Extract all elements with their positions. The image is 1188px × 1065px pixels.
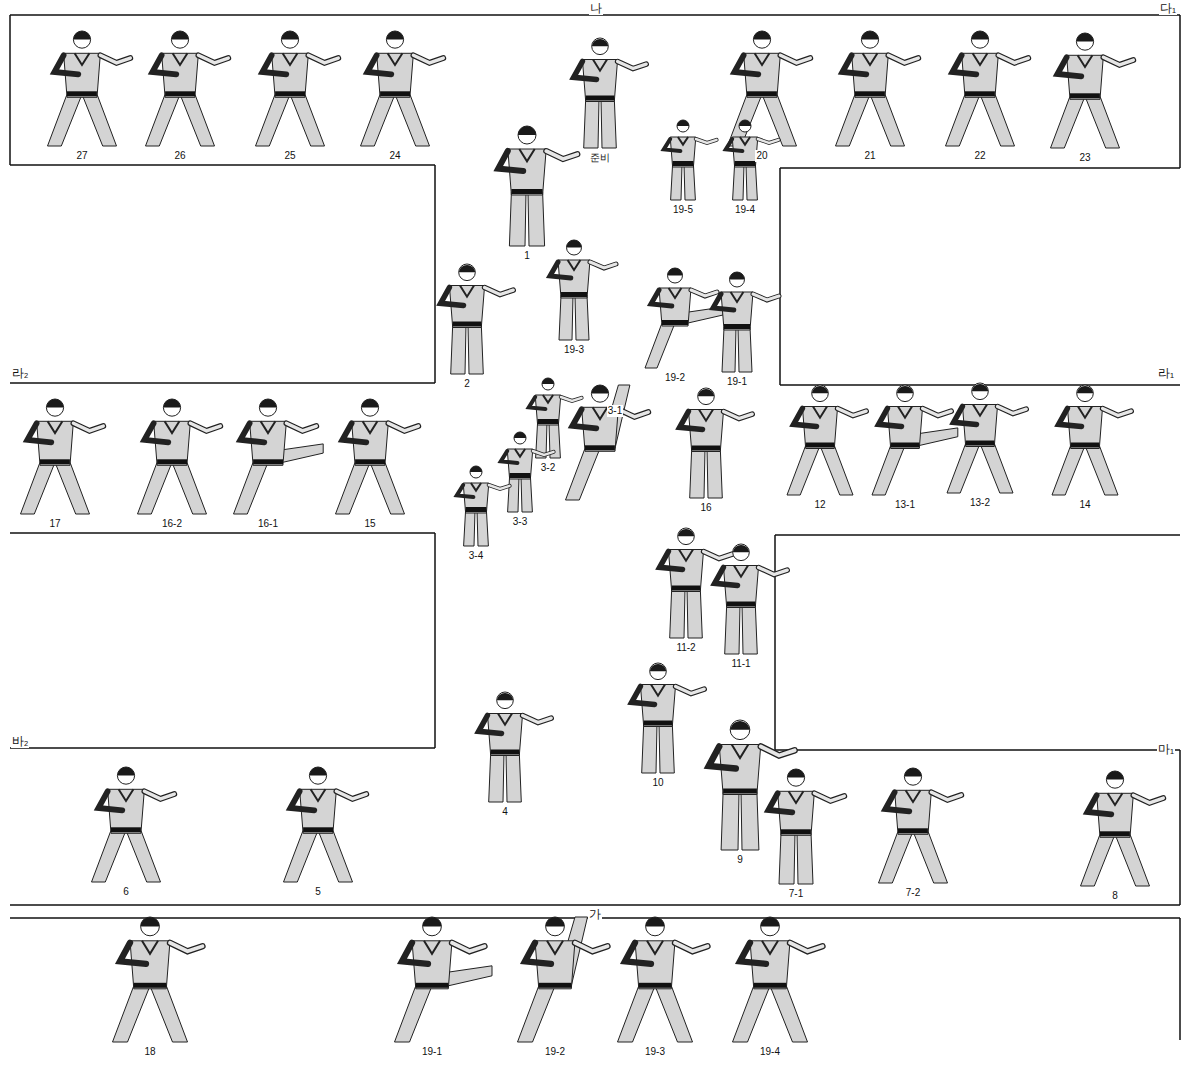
stance-figure [498, 126, 577, 246]
callout-number: 11-2 [675, 642, 696, 654]
callout-number: 15 [363, 518, 376, 530]
callout-number: 19-3 [644, 1046, 666, 1058]
callout-number: 19-1 [726, 376, 748, 388]
callout-number: 26 [173, 150, 186, 162]
callout-number: 13-2 [969, 497, 991, 509]
stance-figure [728, 31, 811, 146]
stance-figure [1081, 771, 1164, 886]
callout-number: 2 [463, 378, 471, 390]
stance-figure [733, 917, 823, 1042]
stance-figure [632, 663, 705, 773]
direction-marker: 라₂ [11, 366, 30, 380]
stance-figure [138, 399, 221, 514]
stance-figure [836, 31, 919, 146]
callout-number: 19-2 [664, 372, 686, 384]
callout-number: 3-2 [540, 462, 556, 474]
callout-number: 10 [651, 777, 664, 789]
stance-figure [946, 31, 1029, 146]
stance-figure [680, 388, 753, 498]
stance-figure [715, 544, 788, 654]
stance-figure [1052, 385, 1131, 495]
stance-figure [879, 768, 962, 883]
stance-figure [947, 383, 1026, 493]
stance-figure [336, 399, 419, 514]
callout-number: 16-1 [257, 518, 279, 530]
stance-figure [645, 268, 723, 368]
stance-figure [566, 385, 649, 500]
stance-figure [395, 917, 493, 1042]
callout-number: 24 [388, 150, 401, 162]
direction-marker: 다₁ [1159, 1, 1177, 15]
direction-marker: 바₂ [11, 734, 30, 748]
stance-figure [457, 466, 510, 546]
stance-figure [361, 31, 444, 146]
stance-figure [479, 692, 552, 802]
figures [21, 31, 1164, 1042]
stance-figure [550, 240, 616, 340]
stance-figure [618, 917, 708, 1042]
callout-number: 4 [501, 806, 509, 818]
callout-number: 7-2 [905, 887, 921, 899]
callout-number: 3-3 [512, 516, 528, 528]
stance-figure [146, 31, 229, 146]
stance-figure [256, 31, 339, 146]
stance-figure [113, 917, 203, 1042]
callout-number: 18 [143, 1046, 156, 1058]
callout-number: 준비 [589, 152, 611, 164]
callout-number: 19-5 [672, 204, 694, 216]
stance-figure [441, 264, 514, 374]
callout-number: 17 [48, 518, 61, 530]
direction-marker: 라₁ [1157, 366, 1175, 380]
stance-figure [518, 917, 608, 1042]
callout-number: 13-1 [894, 499, 916, 511]
callout-number: 19-4 [759, 1046, 781, 1058]
stance-figure [284, 767, 367, 882]
direction-marker: 마₁ [1157, 742, 1175, 756]
callout-number: 6 [122, 886, 130, 898]
stance-figure [48, 31, 131, 146]
callout-number: 23 [1078, 152, 1091, 164]
callout-number: 12 [813, 499, 826, 511]
stance-figure [234, 399, 324, 514]
stance-figure [21, 399, 104, 514]
stance-figure [574, 38, 647, 148]
callout-number: 9 [736, 854, 744, 866]
stance-figure [713, 272, 779, 372]
callout-number: 16 [699, 502, 712, 514]
callout-number: 11-1 [730, 658, 751, 670]
callout-number: 3-4 [468, 550, 484, 562]
stance-figure [1051, 33, 1134, 148]
callout-number: 16-2 [161, 518, 183, 530]
frame-lines [10, 15, 1180, 1040]
callout-number: 19-3 [563, 344, 585, 356]
callout-number: 27 [75, 150, 88, 162]
callout-number: 8 [1111, 890, 1119, 902]
stance-figure [872, 385, 958, 495]
callout-number: 21 [863, 150, 876, 162]
stance-figure [92, 767, 175, 882]
stance-figure [529, 378, 582, 458]
callout-number: 1 [523, 250, 531, 262]
callout-number: 5 [314, 886, 322, 898]
stance-figure [726, 120, 779, 200]
direction-marker: 나 [589, 1, 603, 15]
callout-number: 20 [755, 150, 768, 162]
direction-marker: 가 [588, 907, 602, 921]
stance-figure [768, 769, 844, 884]
stance-figure [664, 120, 717, 200]
callout-number: 19-1 [421, 1046, 443, 1058]
callout-number: 3-1 [607, 405, 623, 417]
callout-number: 25 [283, 150, 296, 162]
callout-number: 14 [1078, 499, 1091, 511]
callout-number: 19-2 [544, 1046, 566, 1058]
callout-number: 19-4 [734, 204, 756, 216]
callout-number: 7-1 [788, 888, 804, 900]
stance-figure [787, 385, 866, 495]
callout-number: 22 [973, 150, 986, 162]
